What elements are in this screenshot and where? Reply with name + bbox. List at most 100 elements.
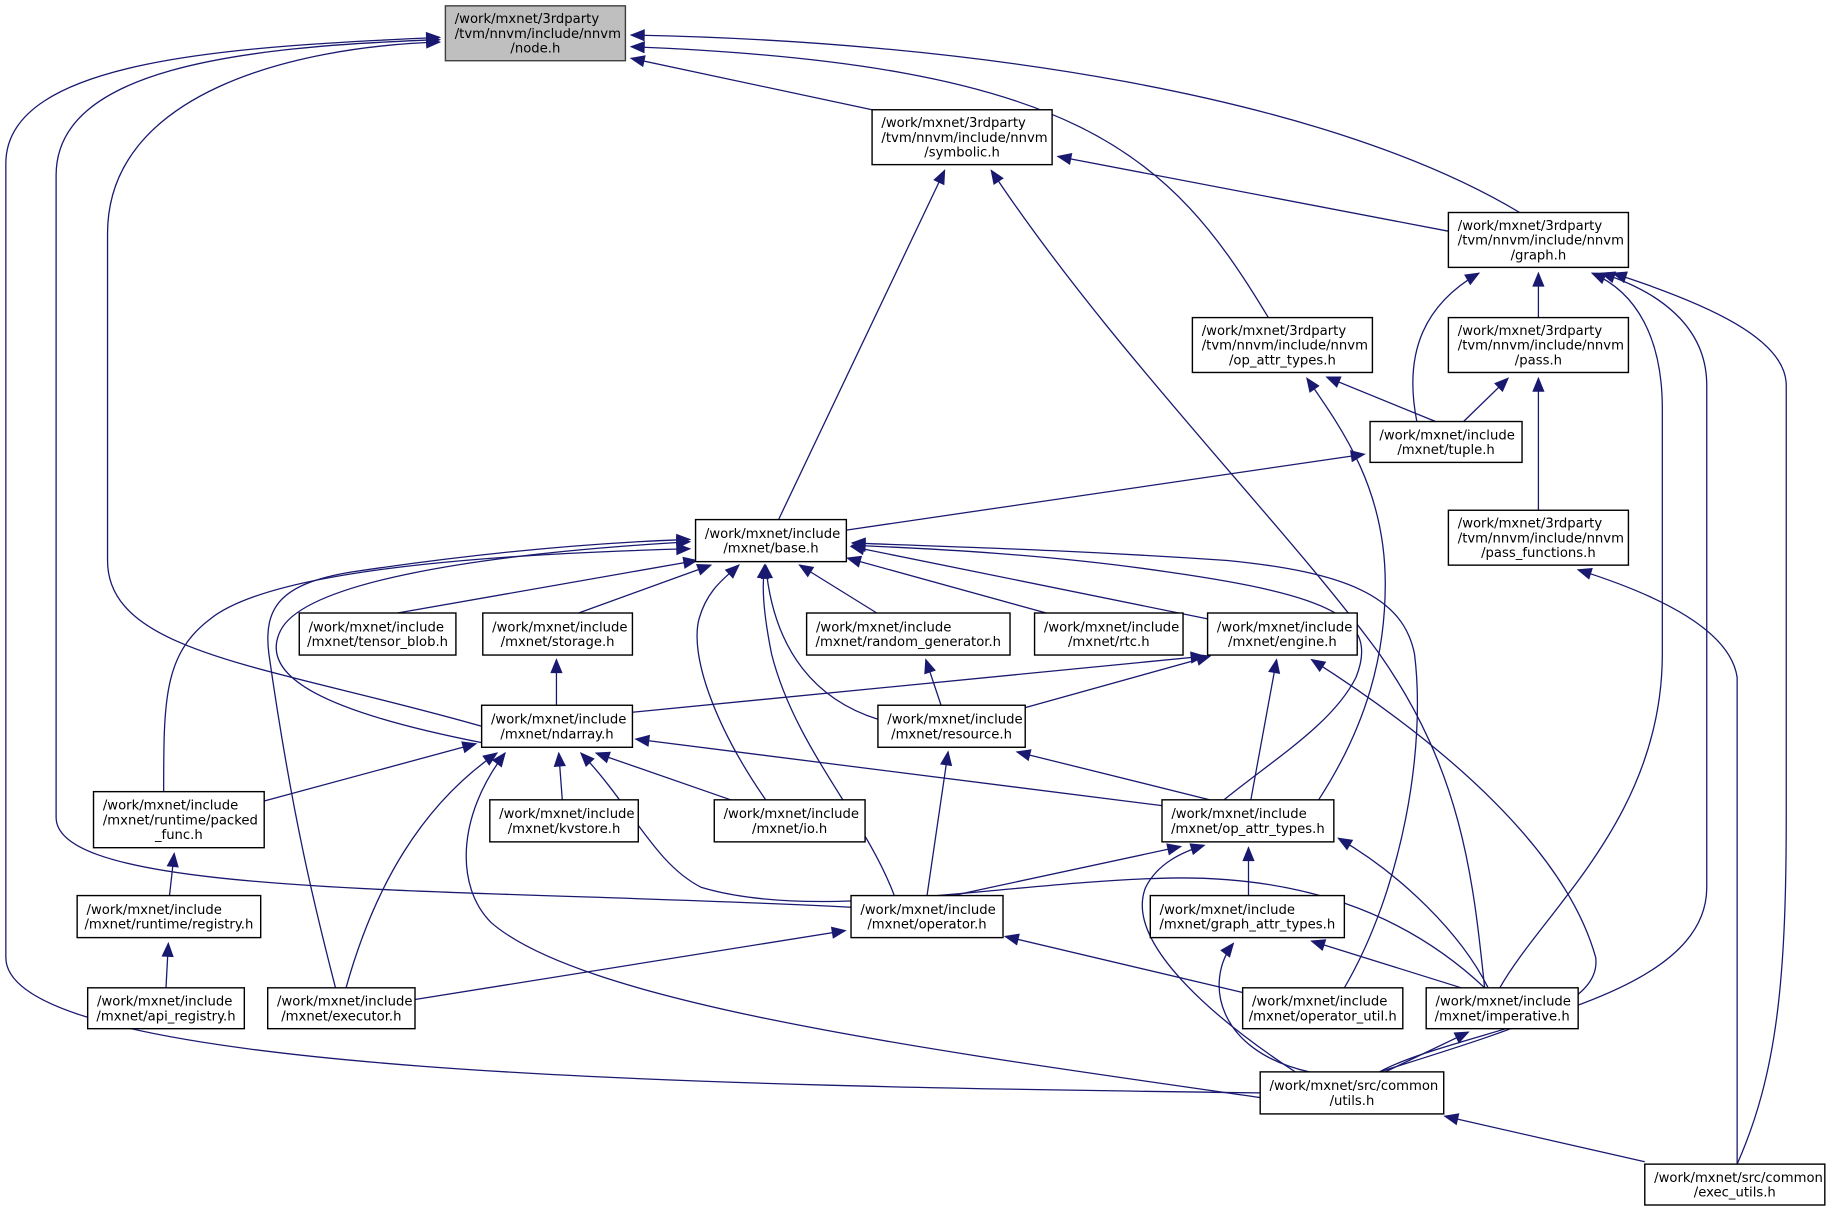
node-box xyxy=(86,987,246,1030)
edge-line xyxy=(55,39,852,908)
node-packed-func-h[interactable]: /work/mxnet/include/mxnet/runtime/packed… xyxy=(92,790,265,849)
arrowhead-icon xyxy=(1611,271,1628,284)
node-base-h[interactable]: /work/mxnet/include/mxnet/base.h xyxy=(694,518,848,563)
node-label-line: /work/mxnet/include xyxy=(277,995,412,1010)
node-api-registry-h[interactable]: /work/mxnet/include/mxnet/api_registry.h xyxy=(86,987,246,1030)
node-label-line: /tvm/nnvm/include/nnvm xyxy=(1458,531,1624,546)
edge-operator_h-to-resource_h xyxy=(926,750,953,896)
node-tuple-h[interactable]: /work/mxnet/include/mxnet/tuple.h xyxy=(1369,420,1523,464)
node-label-line: /tvm/nnvm/include/nnvm xyxy=(881,131,1047,146)
node-rtc-h[interactable]: /work/mxnet/include/mxnet/rtc.h xyxy=(1033,612,1184,656)
node-graph-h[interactable]: /work/mxnet/3rdparty/tvm/nnvm/include/nn… xyxy=(1447,211,1630,269)
edge-line xyxy=(762,565,895,896)
edge-line xyxy=(1057,155,1449,232)
edge-operator_util_h-to-base_h xyxy=(850,537,1419,989)
arrowhead-icon xyxy=(1268,658,1281,675)
node-io-h[interactable]: /work/mxnet/include/mxnet/io.h xyxy=(713,799,866,843)
edge-line xyxy=(990,170,1486,988)
node-registry-h[interactable]: /work/mxnet/include/mxnet/runtime/regist… xyxy=(76,894,262,939)
node-pass-functions-h[interactable]: /work/mxnet/3rdparty/tvm/nnvm/include/nn… xyxy=(1447,509,1630,566)
edge-operator_h-to-base_h xyxy=(756,563,895,896)
arrowhead-icon xyxy=(676,533,692,547)
edge-base_h-to-tuple_h xyxy=(846,450,1366,531)
arrowhead-icon xyxy=(425,31,442,45)
node-tensor-blob-h[interactable]: /work/mxnet/include/mxnet/tensor_blob.h xyxy=(298,612,457,656)
node-box xyxy=(1447,211,1630,269)
edge-line xyxy=(952,845,1181,897)
node-box xyxy=(1259,1071,1445,1115)
node-box xyxy=(694,518,848,563)
edges-layer xyxy=(5,29,1787,1165)
node-op-attr-types-h[interactable]: /work/mxnet/include/mxnet/op_attr_types.… xyxy=(1161,799,1335,843)
node-box xyxy=(1425,987,1579,1030)
node-label-line: /mxnet/api_registry.h xyxy=(96,1009,235,1024)
node-label-line: /mxnet/runtime/packed xyxy=(103,813,258,828)
edge-line xyxy=(414,929,846,1001)
edge-line xyxy=(631,57,873,111)
edge-operator_h-to-node_h xyxy=(55,34,852,908)
edge-line xyxy=(1326,376,1436,423)
edge-line xyxy=(1141,844,1296,1073)
node-label-line: /mxnet/executor.h xyxy=(281,1009,401,1024)
node-pass-h[interactable]: /work/mxnet/3rdparty/tvm/nnvm/include/nn… xyxy=(1447,316,1630,374)
edge-line xyxy=(1338,837,1489,989)
node-label-line: /pass_functions.h xyxy=(1481,546,1596,561)
node-random-generator-h[interactable]: /work/mxnet/include/mxnet/random_generat… xyxy=(805,612,1011,656)
node-label-line: /work/mxnet/include xyxy=(816,620,951,635)
arrowhead-icon xyxy=(1242,846,1255,862)
node-label-line: /tvm/nnvm/include/nnvm xyxy=(455,27,621,42)
node-label-line: /pass.h xyxy=(1515,353,1562,368)
edge-line xyxy=(465,752,1261,1099)
arrowhead-icon xyxy=(1532,271,1545,287)
node-resource-h[interactable]: /work/mxnet/include/mxnet/resource.h xyxy=(877,704,1026,748)
node-nnvm-op-attr-types-h[interactable]: /work/mxnet/3rdparty/tvm/nnvm/include/nn… xyxy=(1191,316,1374,374)
node-box xyxy=(805,612,1011,656)
edge-imperative_h-to-graph_h xyxy=(1499,272,1663,989)
node-label-line: /mxnet/graph_attr_types.h xyxy=(1159,918,1335,933)
node-exec-utils-h[interactable]: /work/mxnet/src/common/exec_utils.h xyxy=(1644,1163,1826,1206)
arrowhead-icon xyxy=(629,55,646,68)
node-ndarray-h[interactable]: /work/mxnet/include/mxnet/ndarray.h xyxy=(480,704,634,748)
node-label-line: /work/mxnet/3rdparty xyxy=(1202,324,1347,339)
node-label-line: /op_attr_types.h xyxy=(1229,353,1336,368)
node-operator-h[interactable]: /work/mxnet/include/mxnet/operator.h xyxy=(850,894,1004,939)
node-label-line: /work/mxnet/include xyxy=(724,807,859,822)
node-engine-h[interactable]: /work/mxnet/include/mxnet/engine.h xyxy=(1206,612,1358,656)
edge-line xyxy=(777,170,946,520)
node-label-line: /work/mxnet/3rdparty xyxy=(1458,219,1603,234)
edge-op_attr_types_h-to-nnvm_op_attr_types_h xyxy=(1306,377,1386,801)
edge-utils_h-to-engine_h xyxy=(1310,658,1597,1073)
node-box xyxy=(850,894,1004,939)
node-symbolic-h[interactable]: /work/mxnet/3rdparty/tvm/nnvm/include/nn… xyxy=(871,109,1053,166)
arrowhead-icon xyxy=(161,941,174,958)
arrowhead-icon xyxy=(1464,272,1481,286)
arrowhead-icon xyxy=(1166,843,1183,856)
edge-line xyxy=(264,743,476,802)
node-box xyxy=(1241,987,1404,1030)
node-imperative-h[interactable]: /work/mxnet/include/mxnet/imperative.h xyxy=(1425,987,1579,1030)
node-kvstore-h[interactable]: /work/mxnet/include/mxnet/kvstore.h xyxy=(489,799,639,843)
node-operator-util-h[interactable]: /work/mxnet/include/mxnet/operator_util.… xyxy=(1241,987,1404,1030)
node-graph-attr-types-h[interactable]: /work/mxnet/include/mxnet/graph_attr_typ… xyxy=(1149,894,1346,939)
node-utils-h[interactable]: /work/mxnet/src/common/utils.h xyxy=(1259,1071,1445,1115)
node-label-line: /mxnet/ndarray.h xyxy=(500,727,613,742)
node-storage-h[interactable]: /work/mxnet/include/mxnet/storage.h xyxy=(482,612,634,656)
node-box xyxy=(1206,612,1358,656)
node-box xyxy=(1369,420,1523,464)
edge-imperative_h-to-graph_attr_types_h xyxy=(1310,939,1462,989)
node-executor-h[interactable]: /work/mxnet/include/mxnet/executor.h xyxy=(267,987,416,1030)
node-node-h[interactable]: /work/mxnet/3rdparty/tvm/nnvm/include/nn… xyxy=(444,5,627,62)
edge-line xyxy=(631,46,1269,318)
arrowhead-icon xyxy=(830,926,847,939)
arrowhead-icon xyxy=(579,752,595,768)
edge-operator_util_h-to-operator_h xyxy=(1003,933,1243,994)
node-label-line: /mxnet/operator.h xyxy=(867,918,986,933)
arrowhead-icon xyxy=(1056,152,1073,166)
arrowhead-icon xyxy=(1220,942,1235,958)
arrowhead-icon xyxy=(682,556,699,569)
node-label-line: /mxnet/engine.h xyxy=(1228,635,1337,650)
arrowhead-icon xyxy=(933,169,946,186)
node-label-line: /work/mxnet/include xyxy=(491,713,626,728)
node-label-line: /graph.h xyxy=(1511,248,1567,263)
edge-line xyxy=(1379,272,1708,1073)
